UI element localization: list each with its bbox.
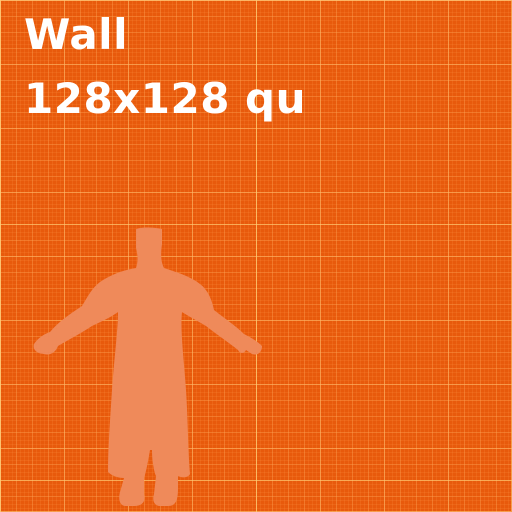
- texture-size-label: 128x128 qu: [24, 74, 307, 123]
- texture-name-label: Wall: [24, 10, 128, 59]
- silhouette-body: [33, 227, 262, 506]
